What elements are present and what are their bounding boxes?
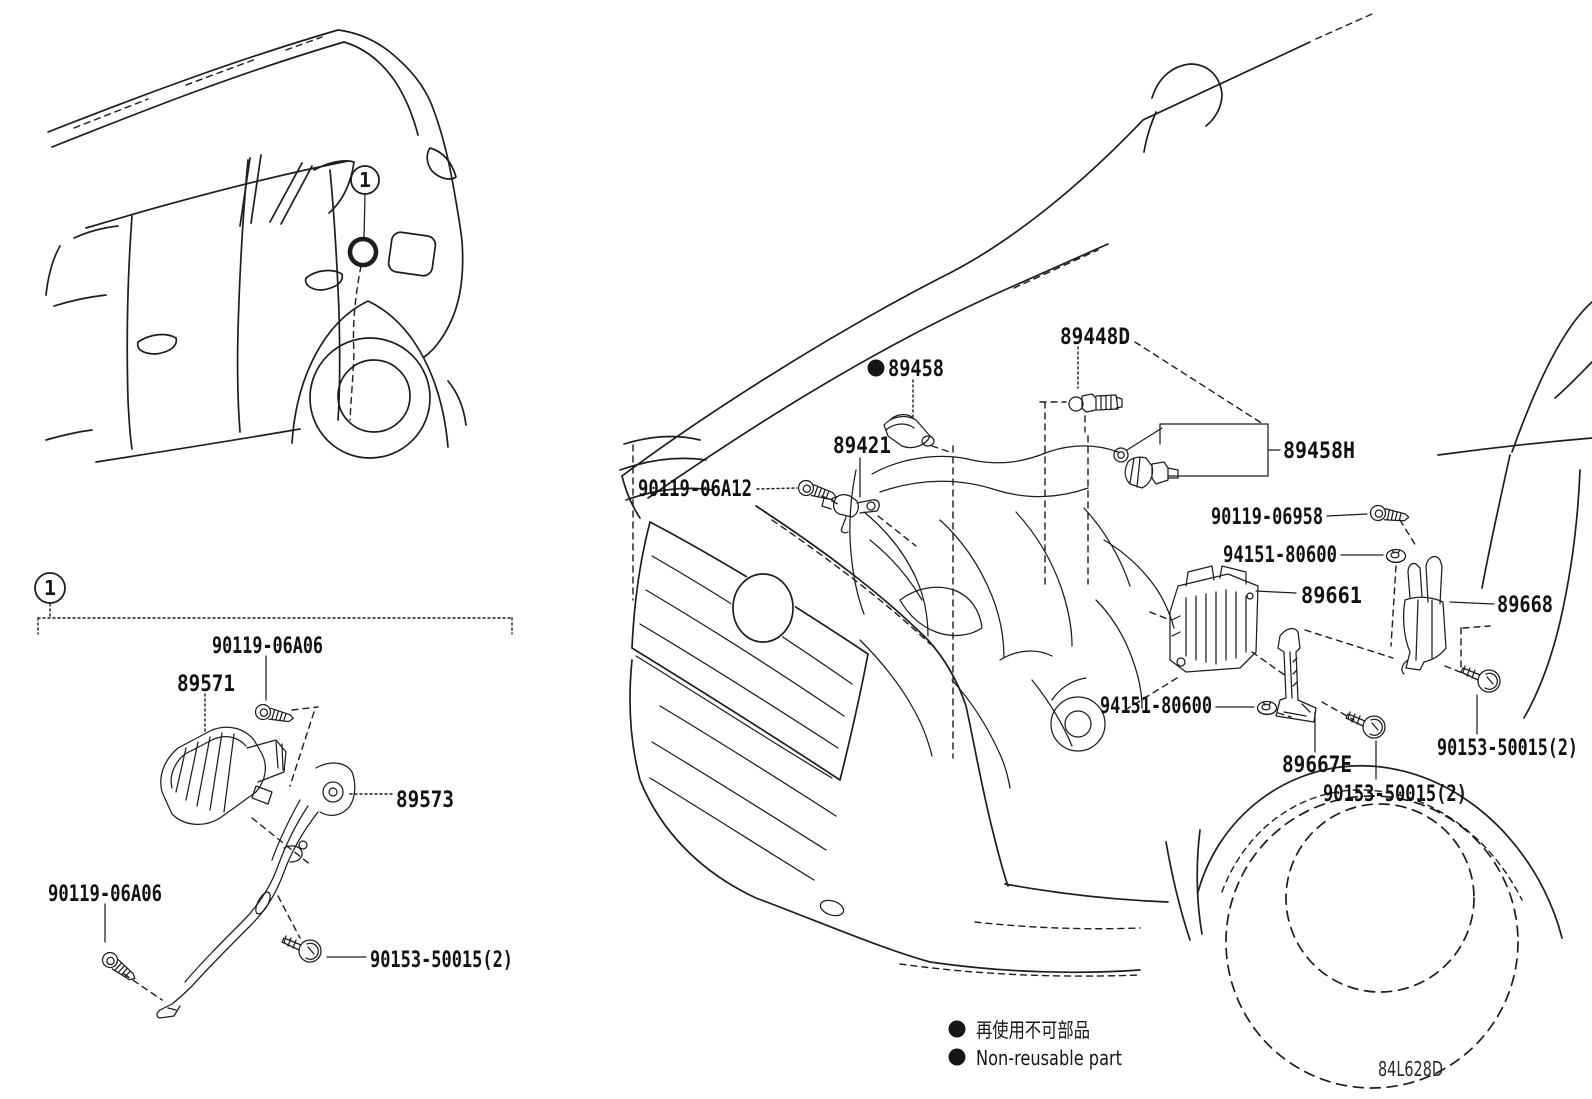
- toyota-emblem: [732, 573, 794, 643]
- fender-shut-line: [755, 505, 1169, 903]
- detail-view-1: 1: [34, 572, 513, 1019]
- legend-text-ja: 再使用不可部品: [976, 1018, 1090, 1042]
- bracket-89573: [156, 762, 356, 1019]
- part-label-90119-06a06-a: 90119-06A06: [212, 634, 323, 659]
- rear-car-windows: [85, 154, 355, 229]
- nut-94151-80600-a: [1385, 548, 1407, 564]
- legend-dot-en: [948, 1048, 966, 1066]
- rear-wheel-rim: [337, 359, 411, 433]
- non-reusable-dot-89458: [867, 359, 885, 377]
- bolt-90119-06958: [1369, 504, 1411, 525]
- part-label-94151-80600-b: 94151-80600: [1100, 694, 1212, 719]
- front-tire: [1225, 795, 1519, 1089]
- part-label-89458: 89458: [888, 357, 944, 382]
- nut-94151-80600-b: [1256, 700, 1278, 716]
- rear-car-doors: [95, 159, 341, 463]
- assembly-dashed-lines: [821, 445, 1491, 721]
- part-label-89661: 89661: [1301, 584, 1362, 609]
- detail-solid-leaders: [104, 655, 367, 958]
- screw-90153-50015-right: [1460, 665, 1501, 693]
- drawing-code: 84L628D: [1378, 1057, 1443, 1081]
- callout-1-number: 1: [359, 168, 371, 192]
- detail-dotted-leaders: [204, 693, 394, 795]
- sensor-89458h-callout-box: [1159, 423, 1269, 477]
- screw-90153-50015-detail: [281, 935, 322, 963]
- callout-1-leader: [363, 193, 366, 239]
- dotted-leader-lines: [756, 346, 1079, 490]
- callout-target-ring: [347, 236, 379, 268]
- screw-90153-50015-mid: [1345, 711, 1386, 739]
- part-label-89667e: 89667E: [1282, 753, 1352, 778]
- pulley-inner: [1064, 710, 1092, 738]
- part-label-89573: 89573: [396, 788, 454, 813]
- emblem-mask: [731, 572, 795, 644]
- rear-car-front-cut-lines: [45, 225, 119, 441]
- part-label-89458h: 89458H: [1283, 439, 1355, 464]
- callout-dashed-line: [349, 265, 362, 421]
- solid-leader-lines: [859, 449, 1495, 780]
- bumper-dashed-edges: [899, 921, 1141, 977]
- front-wheel-rim: [1285, 803, 1475, 993]
- part-label-89448d: 89448D: [1060, 325, 1130, 350]
- rear-car-liftgate: [343, 41, 457, 180]
- detail-callout-circle: [34, 572, 66, 604]
- bumper-outline: [629, 659, 1141, 974]
- part-label-89668: 89668: [1497, 593, 1553, 618]
- front-vehicle-view: [619, 13, 1592, 1089]
- bolt-90119-06a12: [796, 478, 839, 504]
- sensor-89458h: [1113, 423, 1269, 489]
- legend-text-en: Non-reusable part: [976, 1046, 1122, 1070]
- part-label-89571: 89571: [177, 672, 235, 697]
- part-label-90119-06958: 90119-06958: [1211, 505, 1323, 530]
- fuel-lid: [387, 231, 437, 277]
- mudflap-lines: [1165, 829, 1203, 941]
- headlight-corner-lines: [619, 435, 713, 501]
- part-label-90119-06a06-b: 90119-06A06: [48, 882, 162, 907]
- part-label-89421: 89421: [833, 434, 891, 459]
- engine-scribble: [849, 445, 1175, 789]
- rear-car-door-handles: [136, 269, 344, 355]
- hood-and-a-pillar: [621, 41, 1311, 519]
- detail-bracket-line: [37, 603, 513, 635]
- grille-outline: [631, 521, 869, 781]
- bolt-90119-06a06-lower: [98, 948, 141, 985]
- lower-grille-bars: [649, 705, 837, 881]
- front-wheel-arch: [1197, 765, 1563, 939]
- module-89571: [160, 726, 287, 825]
- rear-car-wheel-arch: [291, 300, 467, 448]
- pulley-outer: [1050, 696, 1106, 752]
- engine-construction-dashes: [952, 341, 1264, 759]
- bracket-89668: [1401, 556, 1447, 675]
- part-label-94151-80600-a: 94151-80600: [1223, 543, 1337, 568]
- rear-vehicle-view: 1: [45, 29, 467, 463]
- rear-tire: [309, 337, 431, 459]
- front-wheel-arch-lip: [1221, 789, 1523, 901]
- sensor-89448d: [1068, 393, 1123, 413]
- part-labels: 89448D 89458 89421 90119-06A12 89458H 90…: [48, 325, 1578, 973]
- ecu-89661: [1169, 565, 1259, 673]
- rear-car-roof-rails: [73, 36, 323, 129]
- detail-callout-number: 1: [44, 576, 56, 600]
- part-label-90153-50015-right: 90153-50015(2): [1437, 736, 1578, 761]
- a-pillar-dashed: [1013, 13, 1373, 289]
- legend-dot-ja: [948, 1020, 966, 1038]
- legend: 再使用不可部品 Non-reusable part: [948, 1018, 1122, 1070]
- bolt-90119-06a06-upper: [253, 702, 296, 726]
- engine-assembly: [849, 341, 1264, 789]
- detail-assembly-dashes: [123, 706, 319, 1001]
- part-label-90153-50015-bl: 90153-50015(2): [370, 948, 513, 973]
- right-body-lines: [1437, 301, 1592, 719]
- fender-shut-dashed: [771, 519, 931, 645]
- part-label-90119-06a12: 90119-06A12: [638, 477, 752, 502]
- sensor-89421: [821, 494, 880, 534]
- tow-hook: [819, 899, 845, 917]
- bracket-89667e: [1275, 627, 1317, 723]
- sensor-89458: [883, 413, 935, 449]
- part-label-90153-50015-mid: 90153-50015(2): [1323, 782, 1467, 807]
- side-mirror: [1143, 63, 1223, 153]
